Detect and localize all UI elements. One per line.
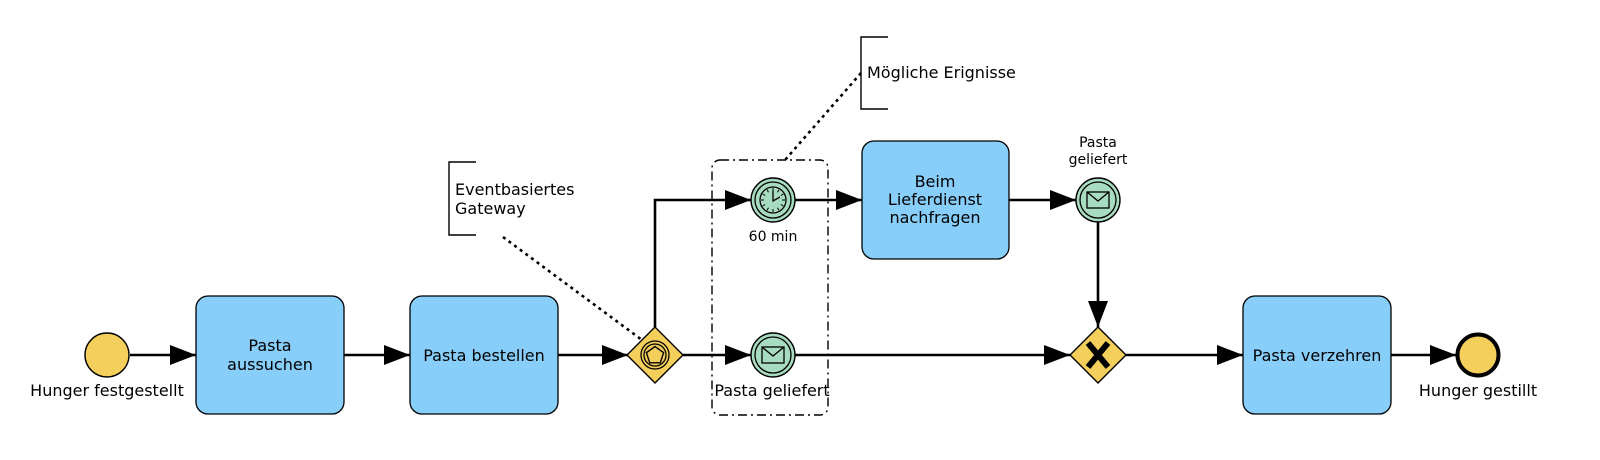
task-eat-pasta[interactable]: Pasta verzehren — [1242, 295, 1392, 415]
association-gateway-annotation — [502, 235, 643, 342]
message-event-lower-label: Pasta geliefert — [714, 381, 829, 400]
task-ask-delivery-label-3: nachfragen — [889, 208, 980, 227]
task-order-pasta[interactable]: Pasta bestellen — [409, 295, 559, 415]
task-ask-delivery-label-1: Beim — [915, 172, 956, 191]
annotation-bracket — [448, 161, 476, 236]
pentagon-icon — [645, 345, 665, 364]
message-event-upper-label-2: geliefert — [1069, 152, 1128, 168]
association-events-annotation — [784, 72, 862, 161]
start-event[interactable] — [84, 332, 130, 378]
annotation-gateway[interactable]: Eventbasiertes Gateway — [448, 161, 574, 236]
envelope-icon — [1086, 191, 1110, 209]
group-possible-events[interactable] — [711, 159, 829, 416]
gateway-inner-circle-icon — [643, 343, 667, 367]
timer-event[interactable] — [750, 177, 796, 223]
task-eat-pasta-label: Pasta verzehren — [1253, 346, 1382, 365]
envelope-icon — [761, 346, 785, 364]
sequence-flows — [130, 190, 1456, 365]
annotation-gateway-label-2: Gateway — [455, 199, 526, 218]
task-ask-delivery[interactable]: Beim Lieferdienst nachfragen — [861, 140, 1010, 260]
message-event-lower[interactable] — [750, 332, 796, 378]
event-based-gateway[interactable] — [626, 326, 684, 384]
task-choose-pasta-label-2: aussuchen — [227, 355, 313, 374]
end-event-label: Hunger gestillt — [1419, 381, 1537, 400]
task-choose-pasta[interactable]: Pasta aussuchen — [195, 295, 345, 415]
message-event-upper-label-1: Pasta — [1079, 135, 1117, 151]
task-ask-delivery-label-2: Lieferdienst — [888, 190, 982, 209]
timer-event-label: 60 min — [749, 229, 798, 245]
gateway-outer-circle-icon — [640, 340, 670, 370]
end-event[interactable] — [1455, 332, 1501, 378]
message-event-upper[interactable] — [1075, 177, 1121, 223]
annotation-events[interactable]: Mögliche Erignisse — [860, 36, 1016, 110]
x-mark-icon — [1085, 341, 1111, 369]
flow-gateway-to-timer[interactable] — [653, 190, 751, 327]
annotation-bracket — [860, 36, 888, 110]
annotation-gateway-label-1: Eventbasiertes — [455, 180, 574, 199]
task-order-pasta-label: Pasta bestellen — [423, 346, 545, 365]
annotation-events-label: Mögliche Erignisse — [867, 63, 1016, 82]
task-choose-pasta-label-1: Pasta — [248, 336, 291, 355]
exclusive-gateway[interactable] — [1069, 326, 1127, 384]
clock-icon — [759, 186, 787, 214]
start-event-label: Hunger festgestellt — [30, 381, 184, 400]
